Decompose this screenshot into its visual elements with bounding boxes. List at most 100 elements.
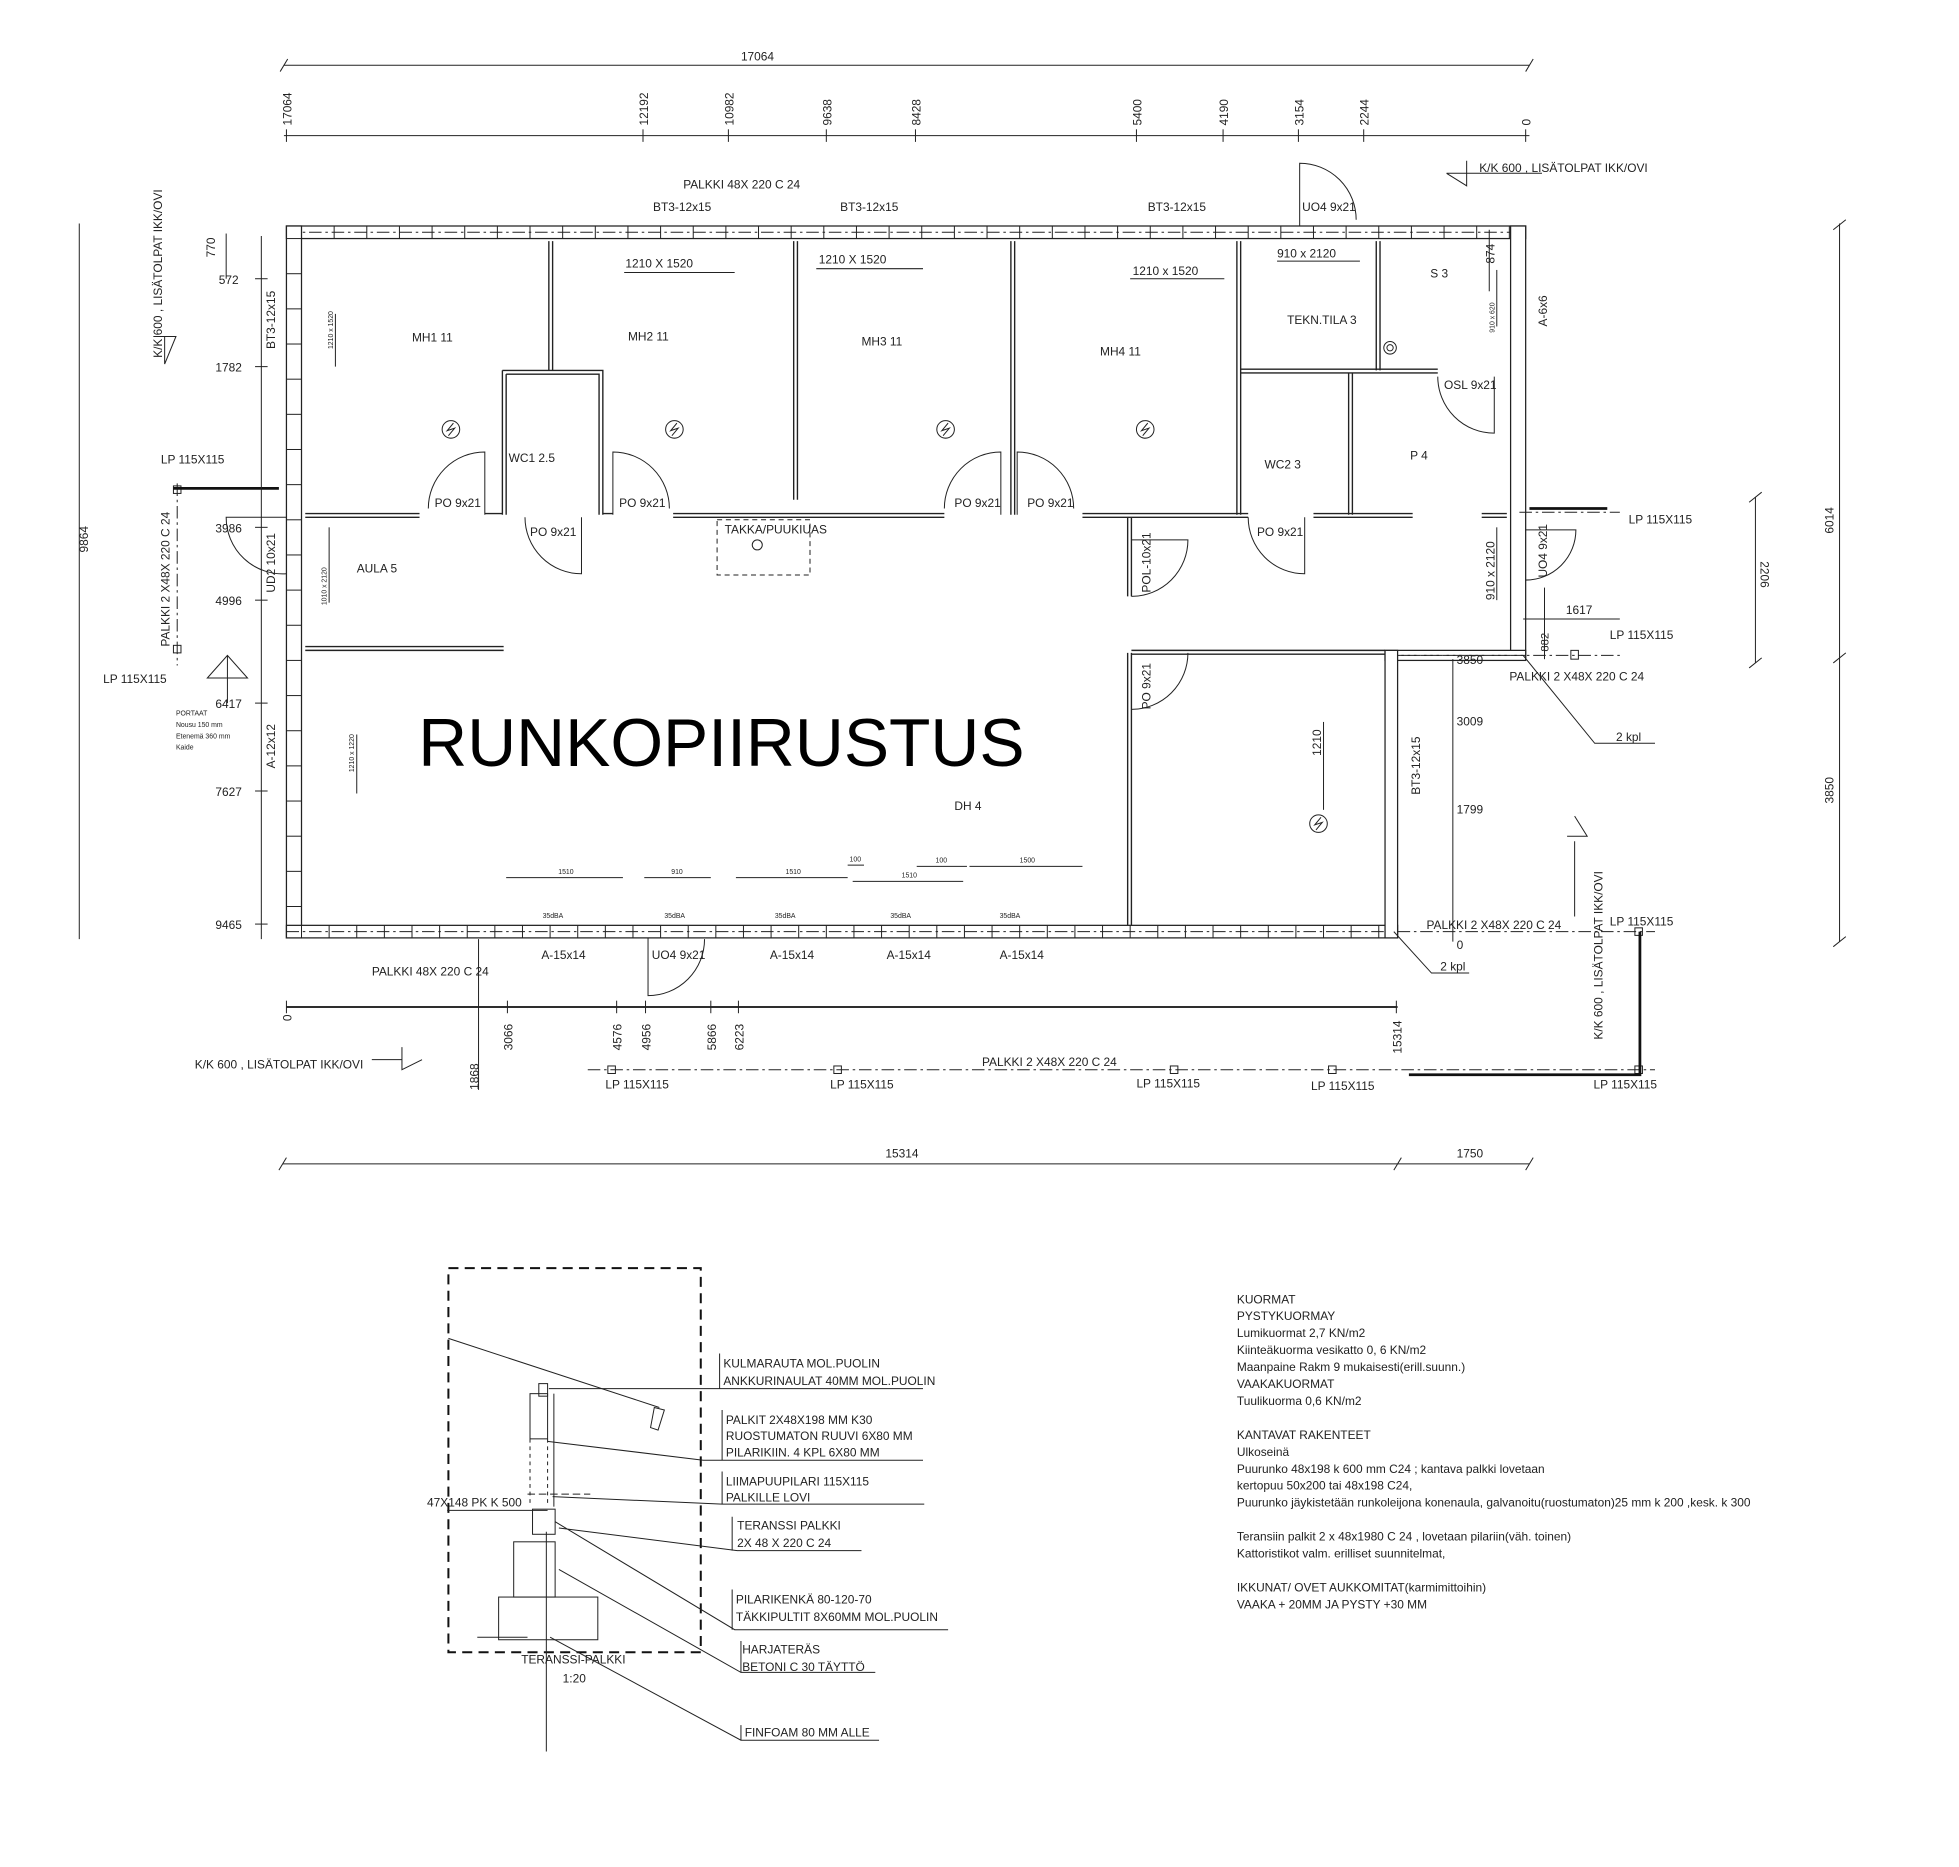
door-swings: [225, 162, 1577, 997]
room-label: MH2 11: [628, 329, 669, 343]
room-label: S 3: [1430, 266, 1448, 280]
dim-label: 4576: [611, 1023, 625, 1050]
dim-label: 9638: [820, 99, 834, 126]
electrical-symbols: [441, 420, 1328, 833]
door-label: PO 9x21: [530, 525, 577, 539]
electrical-outlet-icon: [669, 422, 680, 436]
post-label: LP 115X115: [1610, 914, 1674, 928]
count-label: 2 kpl: [1440, 960, 1465, 974]
beam-label: PALKKI 2 X48X 220 C 24: [159, 511, 173, 646]
dim-label: 1799: [1457, 803, 1484, 817]
dim-label: 15314: [1390, 1020, 1404, 1053]
detail-label: KULMARAUTA MOL.PUOLIN: [723, 1356, 880, 1370]
opening-dim: 1210 x 1220: [349, 734, 356, 772]
post-label: LP 115X115: [830, 1078, 894, 1092]
dim-label: 1868: [468, 1063, 482, 1090]
door-label: POL-10x21: [1139, 532, 1153, 593]
stairs-note: Nousu 150 mm: [176, 722, 223, 729]
opening-dim: 1210 X 1520: [819, 253, 887, 267]
window-label: A-15x14: [541, 948, 586, 962]
note-line: Teransiin palkit 2 x 48x1980 C 24 , love…: [1237, 1530, 1571, 1544]
beams-posts: PALKKI 48X 220 C 24 PALKKI 48X 220 C 24 …: [103, 160, 1693, 1093]
detail-title: TERANSSI-PALKKI: [521, 1653, 625, 1667]
count-label: 2 kpl: [1616, 730, 1641, 744]
note-line: Maanpaine Rakm 9 mukaisesti(erill.suunn.…: [1237, 1360, 1465, 1374]
electrical-outlet-icon: [936, 420, 955, 439]
note-line: KANTAVAT RAKENTEET: [1237, 1428, 1371, 1442]
detail-label: PILARIKENKÄ 80-120-70: [736, 1592, 872, 1606]
opening-dim: 1210 X 1520: [625, 256, 693, 270]
dim-label: 1782: [215, 361, 242, 375]
detail-label: FINFOAM 80 MM ALLE: [745, 1725, 870, 1739]
room-label: WC1 2.5: [509, 451, 556, 465]
fireplace-label: TAKKA/PUUKIUAS: [725, 523, 827, 537]
dim-label: 0: [280, 1014, 294, 1021]
door-label: UO4 9x21: [1302, 200, 1356, 214]
dim-label: 874: [1483, 243, 1497, 263]
acoustic-label: 35dBA: [543, 913, 564, 920]
door-label: PO 9x21: [1027, 496, 1074, 510]
window-label: BT3-12x15: [1409, 736, 1423, 795]
dim-label: 7627: [215, 785, 242, 799]
electrical-outlet-icon: [441, 420, 461, 439]
window-dim: 1510: [558, 869, 573, 876]
door-label: PO 9x21: [619, 496, 666, 510]
room-labels: MH1 11 MH2 11 MH3 11 MH4 11 WC1 2.5 TEKN…: [357, 266, 1449, 812]
dim-label: 12192: [637, 92, 651, 125]
note-line: Ulkoseinä: [1237, 1445, 1290, 1459]
beam-label: PALKKI 2 X48X 220 C 24: [1426, 918, 1561, 932]
room-label: WC2 3: [1265, 457, 1302, 471]
post-label: LP 115X115: [1610, 628, 1674, 642]
dim-label: 0: [1520, 119, 1534, 126]
stud-note: K/K 600 , LISÄTOLPAT IKK/OVI: [151, 189, 165, 358]
door-label: PO 9x21: [1139, 663, 1153, 710]
post-label: LP 115X115: [605, 1078, 669, 1092]
note-line: kertopuu 50x200 tai 48x198 C24,: [1237, 1479, 1412, 1493]
opening-dim: 1010 x 2120: [322, 567, 329, 605]
stairs-note: Etenemä 360 mm: [176, 733, 231, 740]
opening-dim: 910 x 2120: [1483, 541, 1497, 600]
detail-label: HARJATERÄS: [742, 1643, 820, 1657]
note-line: IKKUNAT/ OVET AUKKOMITAT(karmimittoihin): [1237, 1580, 1486, 1594]
room-label: MH3 11: [861, 334, 902, 348]
door-label: UO4 9x21: [652, 948, 706, 962]
window-label: BT3-12x15: [840, 200, 899, 214]
electrical-outlet-icon: [1139, 422, 1151, 436]
detail-label: LIIMAPUUPILARI 115X115: [726, 1474, 870, 1488]
dim-label: 3986: [215, 521, 242, 535]
room-label: MH4 11: [1100, 344, 1141, 358]
room-label: TEKN.TILA 3: [1287, 313, 1357, 327]
door-label: UO4 9x21: [1536, 524, 1550, 578]
note-line: KUORMAT: [1237, 1292, 1296, 1306]
opening-dim: 910 x 2120: [1277, 246, 1336, 260]
dim-label: 1750: [1457, 1147, 1484, 1161]
acoustic-label: 35dBA: [1000, 913, 1021, 920]
dim-label: 2206: [1757, 561, 1771, 588]
dim-label: 3066: [501, 1023, 515, 1050]
stairs-note: PORTAAT: [176, 711, 208, 718]
dim-label: 4190: [1217, 99, 1231, 126]
window-label: A-6x6: [1536, 295, 1550, 326]
note-line: PYSTYKUORMAY: [1237, 1309, 1335, 1323]
door-label: PO 9x21: [954, 496, 1001, 510]
detail-label: ANKKURINAULAT 40MM MOL.PUOLIN: [723, 1374, 935, 1388]
dim-label: 3850: [1822, 777, 1836, 804]
window-label: BT3-12x15: [264, 290, 278, 349]
window-dim: 1510: [902, 873, 917, 880]
dim-label: 3009: [1457, 715, 1484, 729]
beam-label: PALKKI 48X 220 C 24: [683, 177, 800, 191]
dim-label: 6014: [1822, 507, 1836, 534]
opening-dim: 910 x 620: [1489, 302, 1496, 332]
window-dim: 100: [850, 856, 862, 863]
detail-label: 47X148 PK K 500: [427, 1496, 522, 1510]
electrical-outlet-icon: [1309, 814, 1328, 833]
dim-label: 4956: [640, 1023, 654, 1050]
acoustic-label: 35dBA: [775, 913, 796, 920]
window-label: A-15x14: [1000, 948, 1045, 962]
post-label: LP 115X115: [1136, 1076, 1200, 1090]
dim-label: 6417: [215, 697, 242, 711]
opening-dimensions: 1210 X 1520 1210 X 1520 1210 x 1520 910 …: [322, 246, 1498, 882]
dim-label: 3154: [1292, 99, 1306, 126]
dim-label: 10982: [722, 92, 736, 125]
